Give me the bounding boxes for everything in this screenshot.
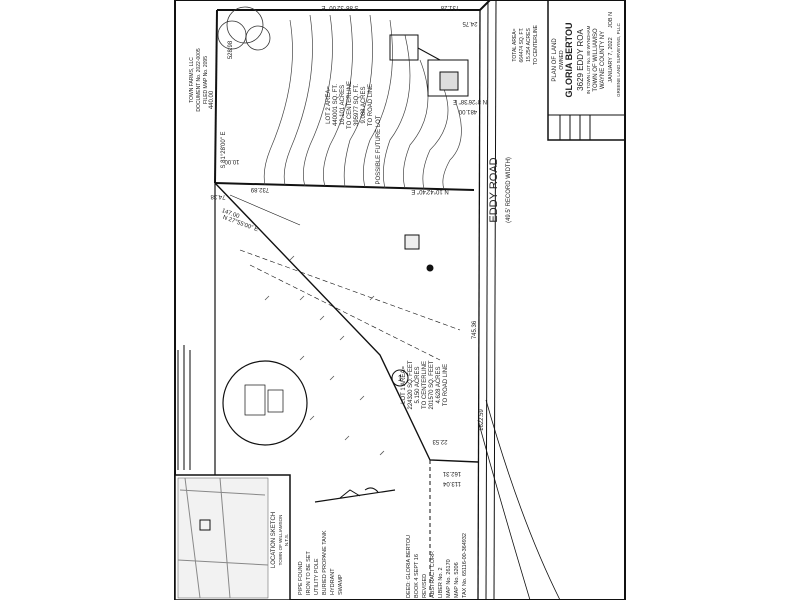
- title-date: JANUARY 7, 2022: [608, 37, 614, 82]
- road-name: EDDY ROAD: [488, 157, 500, 222]
- north-arrow-icon: [314, 487, 396, 503]
- future-lot-label: POSSIBLE FUTURE LOT: [376, 115, 382, 184]
- title-owned: OWNED: [559, 50, 565, 70]
- lot-2-area: LOT 2 AREA= 440001 SQ. FT. 10.101 ACRES …: [326, 81, 374, 129]
- ref-4: LIBER No. 2: [438, 567, 444, 598]
- location-sketch-title: LOCATION SKETCH: [271, 512, 277, 568]
- lot2-label: LOT 2 AREA=: [326, 86, 332, 124]
- legend-item-4: HYDRANT: [330, 568, 336, 595]
- lot1-sqft: 224320 SQ. FEET: [408, 360, 414, 409]
- north-length: 731.28: [440, 4, 459, 10]
- notes-column: [177, 345, 191, 470]
- lot1-acres2: 4.628 ACRES: [436, 366, 442, 403]
- tree-cluster: [217, 6, 271, 51]
- legend-item-5: SWAMP: [338, 574, 344, 595]
- adjoiner-map: FILED MAP No. 2095: [203, 56, 209, 104]
- title-owner: GLORIA BERTOU: [564, 22, 574, 97]
- title-address: 3629 EDDY ROA: [576, 29, 585, 91]
- total-area-note: TOTAL AREA= 664474 SQ. FT. 15.254 ACRES …: [512, 24, 539, 65]
- south-bearing: N 10°42'40" E: [411, 188, 448, 194]
- lot1-sqft2: 201570 SQ. FEET: [429, 360, 435, 409]
- legend-item-1: IRON TO BE SET: [306, 551, 312, 595]
- references: DEED: GLORIA BERTOU BOOK 4 SEPT 16 REVIS…: [406, 533, 468, 598]
- ref-5: MAP No. 26170: [446, 559, 452, 598]
- lot-number-circle: [391, 369, 409, 387]
- west-bearing: S 81°28'00" E: [221, 131, 227, 168]
- lot1-to-center: TO CENTERLINE: [422, 361, 428, 409]
- ref-3: ABSTRACT CORP.: [430, 550, 436, 598]
- total-area-acres: 15.254 ACRES: [526, 28, 532, 62]
- lot-1-area: LOT 1 AREA= 224320 SQ. FEET 5.150 ACRES …: [401, 360, 449, 409]
- detail-circle: [222, 360, 308, 446]
- well-structure: [404, 234, 434, 272]
- lot2-acres: 10.101 ACRES: [340, 85, 346, 125]
- adjoiner-label: TOWN FARMS, LLC DOCUMENT No. 2022-0005 F…: [189, 48, 209, 111]
- lot2-to-center: TO CENTERLINE: [347, 81, 353, 129]
- location-sketch: LOCATION SKETCH TOWN OF WILLIAMSON N.T.S…: [174, 474, 291, 601]
- total-area-label: TOTAL AREA=: [512, 28, 518, 61]
- lot2-sqft2: 395977 SQ. FT.: [354, 84, 360, 126]
- location-sketch-town: TOWN OF WILLIAMSON: [278, 515, 283, 566]
- lot1-acres: 5.150 ACRES: [415, 366, 421, 403]
- ref-7: TAX No. 65116-00-364932: [462, 533, 468, 598]
- lot1-to-road: TO ROAD LINE: [443, 364, 449, 406]
- east-bearing: N 8°26'38" E: [453, 98, 487, 104]
- adjoiner-name: TOWN FARMS, LLC: [189, 57, 195, 103]
- ref-2: REVISED: [422, 574, 428, 598]
- legend-item-2: UTILITY POLE: [314, 558, 320, 595]
- title-town-of: TOWN OF WILLIAMSO: [593, 28, 599, 92]
- len-1000: 10.00: [224, 158, 240, 164]
- east-length: 481.00: [458, 108, 477, 114]
- lot2-to-road: TO ROAD LINE: [368, 84, 374, 126]
- property-boundary: [214, 0, 561, 601]
- adjoiner-doc: DOCUMENT No. 2022-0005: [196, 48, 202, 111]
- len-1622: 1622.59: [479, 409, 485, 431]
- south-length: 732.89: [250, 186, 269, 192]
- title-plan-of-land: PLAN OF LAND: [552, 38, 558, 82]
- len-113: 113.04: [442, 480, 461, 486]
- house-footprint: [389, 34, 469, 97]
- len-24-75: 24.75: [462, 20, 478, 26]
- lot2-sqft: 440001 SQ. FT.: [333, 84, 339, 126]
- contour-lines: [263, 14, 462, 190]
- title-surveyor: GREENE LAND SURVEYING, PLLC: [616, 22, 621, 96]
- ref-0: DEED: GLORIA BERTOU: [406, 535, 412, 598]
- total-area-to: TO CENTERLINE: [533, 24, 539, 65]
- len-745: 745.36: [472, 320, 478, 339]
- len-7438: 74.38: [210, 193, 226, 199]
- lot2-acres2: 9.088 ACRES: [361, 86, 367, 123]
- legend-item-0: PIPE FOUND: [298, 561, 304, 595]
- title-town-lot: IN TOWN LOT No. 80 WYNDHAM: [586, 25, 591, 94]
- len-528: 528.98: [228, 40, 234, 59]
- location-sketch-nts: N.T.S.: [284, 534, 289, 546]
- lot-number: 1: [398, 374, 403, 383]
- ref-1: BOOK 4 SEPT 16: [414, 554, 420, 598]
- west-length: 440.00: [209, 90, 215, 109]
- ref-6: MAP No. 5206: [454, 562, 460, 598]
- total-area-sqft: 664474 SQ. FT.: [519, 27, 525, 62]
- legend: PIPE FOUND IRON TO BE SET UTILITY POLE B…: [298, 530, 344, 595]
- legend-item-3: BURIED PROPANE TANK: [322, 530, 328, 595]
- title-job: JOB N: [608, 12, 614, 28]
- len-2253: 22.53: [432, 438, 448, 444]
- road-width: (49.5' RECORD WIDTH): [506, 157, 512, 223]
- title-county: WAYNE COUNTY NY: [600, 31, 606, 89]
- swamp-symbols: [264, 255, 385, 456]
- north-bearing: S 86°32'00" E: [321, 4, 358, 10]
- len-162: 162.31: [442, 470, 461, 476]
- title-block: PLAN OF LAND OWNED GLORIA BERTOU 3629 ED…: [547, 0, 626, 141]
